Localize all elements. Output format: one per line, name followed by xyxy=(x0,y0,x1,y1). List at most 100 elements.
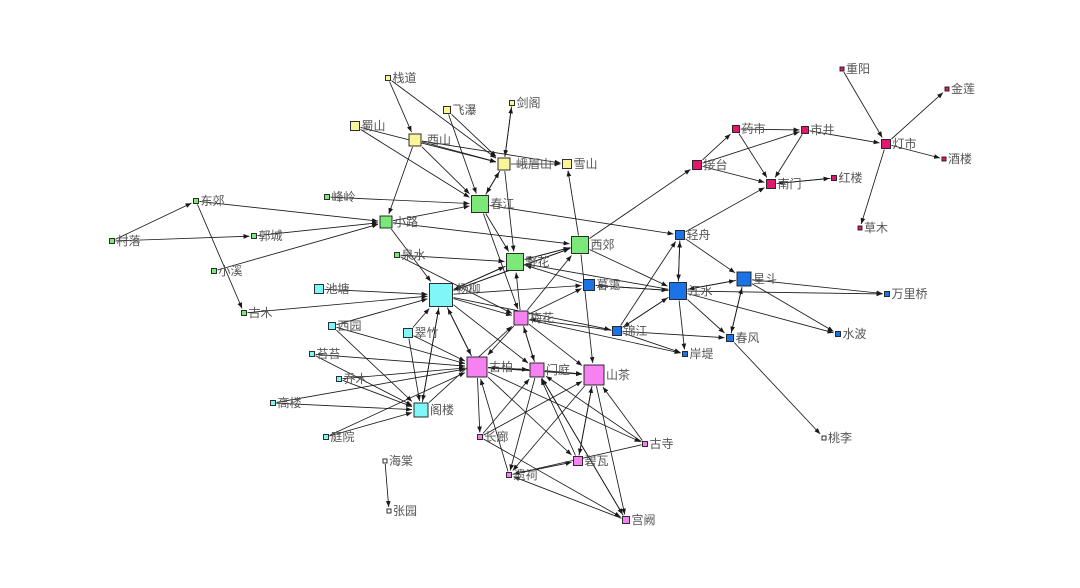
node-gubai[interactable] xyxy=(466,356,488,378)
node-cuizhu[interactable] xyxy=(403,328,413,338)
node-tingyuan[interactable] xyxy=(323,434,329,440)
node-tinglou[interactable] xyxy=(413,402,429,418)
node-shancha[interactable] xyxy=(583,364,605,386)
node-yehua[interactable] xyxy=(506,253,524,271)
node-zhangyuan[interactable] xyxy=(386,508,392,514)
node-menting[interactable] xyxy=(529,362,545,378)
edge-shancha-gongque xyxy=(595,385,626,515)
node-label-xingdou: 星斗 xyxy=(753,272,777,286)
node-yici[interactable] xyxy=(506,472,512,478)
node-yaoshi[interactable] xyxy=(732,125,740,133)
node-meihua[interactable] xyxy=(513,310,529,326)
node-qingzhou[interactable] xyxy=(675,230,685,240)
edge-xishan-emeishan xyxy=(421,141,497,163)
node-label-shancha: 山茶 xyxy=(606,367,630,382)
node-muxia[interactable] xyxy=(583,279,595,291)
node-biwa[interactable] xyxy=(573,456,583,466)
node-label-muxia: 暮霭 xyxy=(597,278,621,292)
node-guocheng[interactable] xyxy=(251,233,257,239)
node-zhandao[interactable] xyxy=(385,75,391,81)
edge-chunjiang-yehua xyxy=(485,213,510,252)
node-dengshi[interactable] xyxy=(881,139,891,149)
edge-xishan-chunjiang xyxy=(421,146,470,195)
node-wanlihao[interactable] xyxy=(884,291,890,297)
node-chunjiang[interactable] xyxy=(471,195,489,213)
edge-emeishan-yehua xyxy=(504,170,516,252)
node-changlang[interactable] xyxy=(477,434,483,440)
node-jinlian[interactable] xyxy=(944,86,950,92)
node-chongyang[interactable] xyxy=(839,66,845,72)
node-yangliu[interactable] xyxy=(429,283,453,307)
edge-gubai-changlang xyxy=(477,377,482,433)
node-shuibo[interactable] xyxy=(835,331,841,337)
node-label-shushan: 蜀山 xyxy=(362,119,386,133)
node-label-emeishan: 峨眉山 xyxy=(516,157,552,171)
node-label-caomu: 草木 xyxy=(864,221,888,235)
edge-qingzhou-nanmen xyxy=(685,187,765,233)
node-fengling[interactable] xyxy=(324,194,330,200)
edge-cuizhu-yangliu xyxy=(412,308,430,328)
node-label-chongyang: 重阳 xyxy=(846,62,870,76)
node-lutai[interactable] xyxy=(692,160,702,170)
node-label-yehua: 野花 xyxy=(526,254,550,269)
edge-yangliu-meihua xyxy=(453,298,513,317)
node-jinjiang[interactable] xyxy=(612,326,622,336)
node-xiyuan[interactable] xyxy=(328,322,336,330)
node-chunfeng[interactable] xyxy=(726,334,734,342)
edge-layer xyxy=(115,71,944,519)
node-xiaoxi[interactable] xyxy=(211,268,217,274)
edge-cunluo-guocheng xyxy=(115,234,250,242)
node-honglou[interactable] xyxy=(831,175,837,181)
node-jiange[interactable] xyxy=(509,100,515,106)
node-dongjiao[interactable] xyxy=(193,198,199,204)
edge-jinjiang-andi xyxy=(622,332,681,353)
node-xiaolu[interactable] xyxy=(379,215,393,229)
edge-gubai-gusi xyxy=(487,371,641,443)
node-label-xueshan: 雪山 xyxy=(574,157,598,171)
edge-emeishan-jiange xyxy=(504,107,513,158)
node-taitai[interactable] xyxy=(309,351,315,357)
edge-jiangshui-wanlihao xyxy=(687,290,883,297)
edge-gusi-menting xyxy=(545,375,642,442)
edge-zhandao-xishan xyxy=(389,81,412,133)
node-xueshan[interactable] xyxy=(562,159,572,169)
edge-menting-meihua xyxy=(523,326,535,363)
node-caomu[interactable] xyxy=(857,225,863,231)
edge-zhandao-emeishan xyxy=(391,80,497,159)
node-gongque[interactable] xyxy=(622,516,630,524)
edge-shancha-yici xyxy=(512,385,585,471)
edge-shushan-chunjiang xyxy=(360,129,470,198)
node-shijing[interactable] xyxy=(801,126,809,134)
node-emeishan[interactable] xyxy=(497,157,511,171)
node-jiulou[interactable] xyxy=(941,156,947,162)
edge-xishan-xiaolu xyxy=(388,146,413,215)
edge-dongjiao-xiaolu xyxy=(199,200,379,223)
edge-xiyuan-gubai xyxy=(336,326,466,365)
node-nanmen[interactable] xyxy=(766,179,776,189)
edge-meihua-muxia xyxy=(528,288,582,315)
edge-dengshi-jiulou xyxy=(891,144,941,159)
node-gusi[interactable] xyxy=(642,441,648,447)
node-quanshui[interactable] xyxy=(394,252,400,258)
edge-jinjiang-meihua xyxy=(529,317,612,331)
node-haitang[interactable] xyxy=(382,458,388,464)
node-feipu[interactable] xyxy=(443,106,451,114)
node-label-xiaoxi: 小溪 xyxy=(219,264,243,278)
node-chitang[interactable] xyxy=(314,284,324,294)
node-xijiao[interactable] xyxy=(571,236,589,254)
edge-changlang-shancha xyxy=(483,381,583,436)
node-taoli[interactable] xyxy=(821,435,827,441)
node-layer xyxy=(109,66,950,524)
node-xingdou[interactable] xyxy=(736,271,752,287)
node-label-gaolou: 高楼 xyxy=(278,395,302,410)
node-andi[interactable] xyxy=(682,351,688,357)
node-qiaomu[interactable] xyxy=(336,376,342,382)
node-label-yaoshi: 药市 xyxy=(742,121,766,136)
node-jiangshui[interactable] xyxy=(669,282,687,300)
node-gaolou[interactable] xyxy=(270,400,276,406)
node-cunluo[interactable] xyxy=(109,238,115,244)
node-label-changlang: 长廊 xyxy=(485,429,509,444)
node-gumu[interactable] xyxy=(241,310,247,316)
node-xishan[interactable] xyxy=(408,133,422,147)
node-shushan[interactable] xyxy=(350,121,360,131)
